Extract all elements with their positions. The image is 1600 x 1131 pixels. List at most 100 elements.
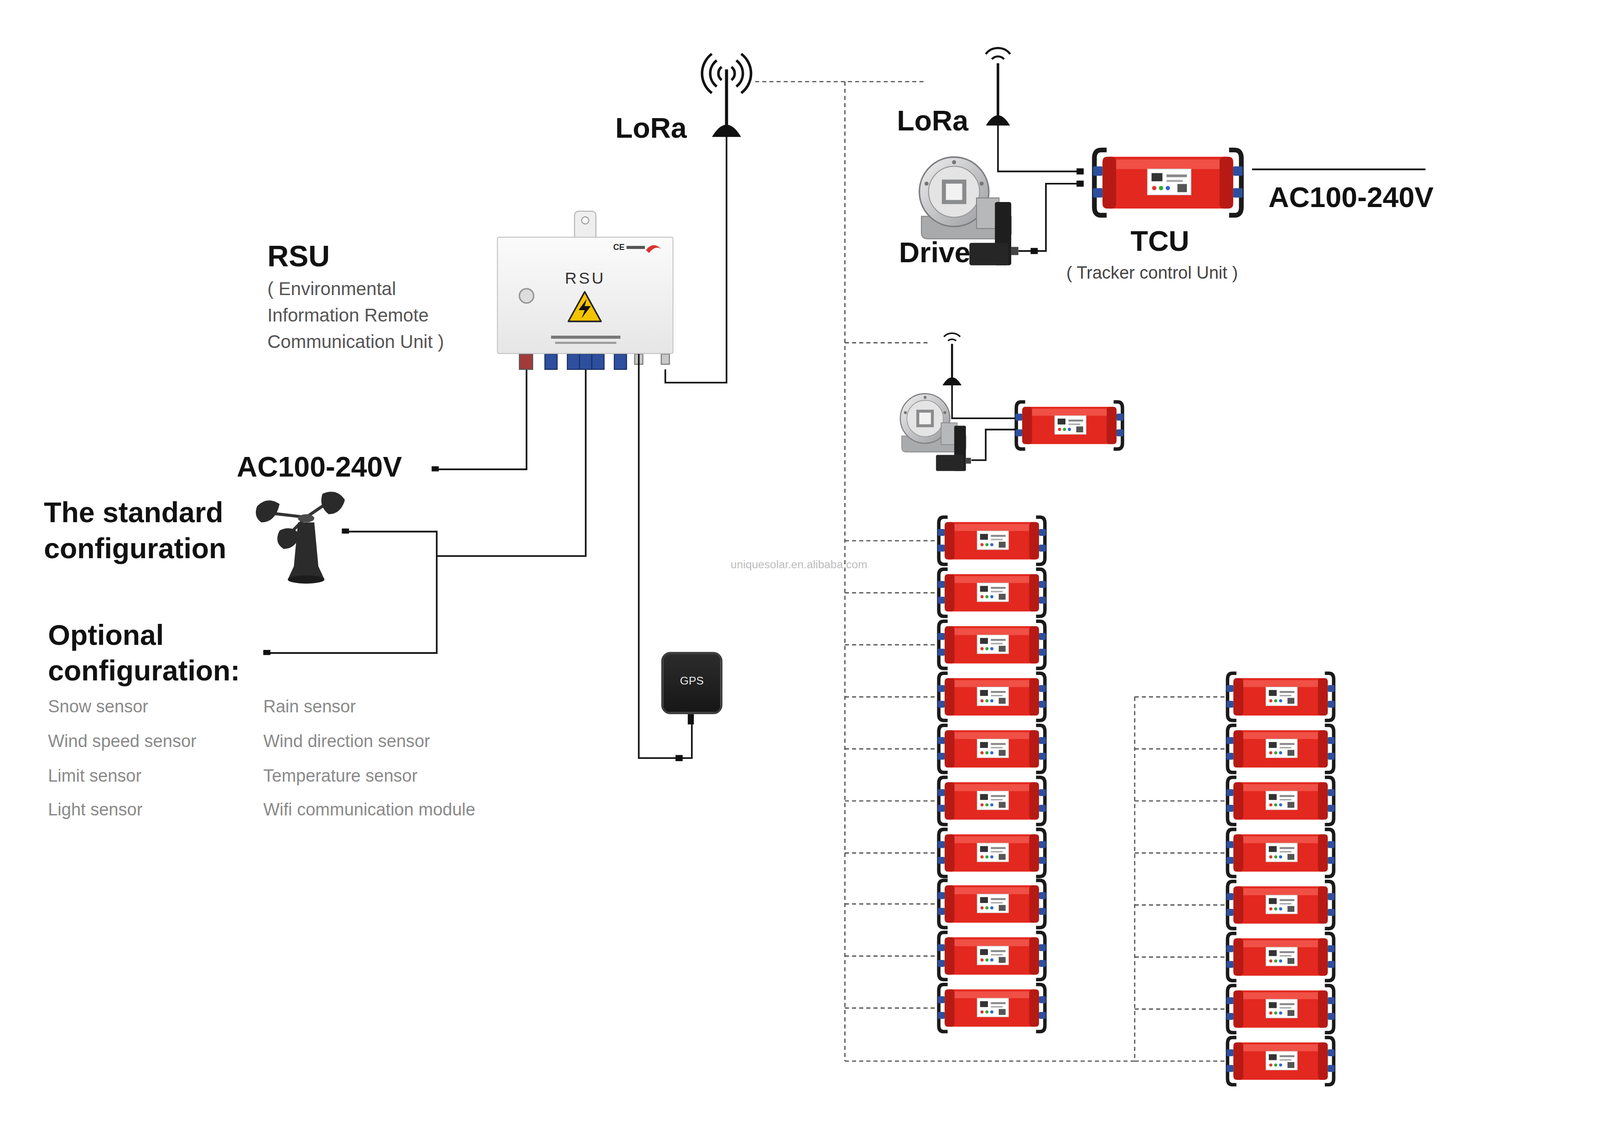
tcu-unit	[937, 569, 1046, 617]
motor-cable	[1018, 183, 1084, 252]
anemometer	[255, 491, 345, 584]
tcu-unit	[1226, 881, 1335, 929]
cable-plug	[1030, 248, 1039, 255]
label-text: The standard configuration	[43, 494, 254, 567]
sensor-option: Snow sensor	[47, 696, 149, 718]
node-title: TCU	[1130, 224, 1190, 260]
sensor-option: Wind direction sensor	[263, 731, 431, 753]
signal-arc	[718, 67, 722, 81]
port	[579, 353, 593, 370]
dashed-line	[844, 342, 929, 344]
cable-plug	[263, 649, 271, 655]
label-text: ( Environmental Information Remote Commu…	[267, 275, 472, 356]
maker-plate-line	[555, 341, 617, 344]
port	[592, 353, 605, 370]
tcu-unit	[1226, 985, 1335, 1033]
dashed-branch	[1134, 696, 1227, 1062]
antenna-port	[661, 353, 670, 364]
tcu-unit	[1226, 673, 1335, 721]
cable-plug	[1076, 180, 1084, 187]
signal-arc	[985, 47, 1011, 54]
port	[567, 353, 580, 370]
cable-plug	[675, 755, 683, 762]
sensor-cable	[436, 369, 587, 556]
sensor-option: Wind speed sensor	[47, 731, 197, 753]
indicator-button	[519, 288, 534, 303]
motor-cable	[971, 429, 1016, 461]
label-text: CE	[613, 242, 625, 253]
brand-logo	[645, 244, 662, 253]
tcu-unit	[937, 829, 1046, 877]
signal-arc	[736, 60, 743, 87]
tcu-unit	[937, 984, 1046, 1032]
rsu-unit-box: RSU	[497, 236, 674, 354]
tracker-control-unit: TCU( Tracker control Unit )	[1091, 150, 1246, 215]
lora-antenna	[943, 333, 961, 385]
dashed-line	[755, 81, 927, 83]
signal-arc	[947, 339, 956, 341]
antenna-cable	[997, 124, 1084, 172]
cable-plug	[341, 528, 349, 534]
lora-antenna	[985, 47, 1011, 125]
warning-triangle	[568, 291, 602, 322]
tcu-unit	[937, 932, 1046, 980]
dashed-line	[844, 696, 1135, 1062]
label-text: Optional configuration:	[47, 617, 268, 690]
power-cable	[1251, 168, 1426, 171]
tcu-unit	[937, 777, 1046, 825]
watermark: uniquesolar.en.alibaba.com	[730, 558, 868, 572]
tcu-unit	[1226, 777, 1335, 825]
label-text: LoRa	[615, 111, 687, 146]
sensor-option: Wifi communication module	[263, 800, 476, 821]
slew-drive	[900, 393, 972, 471]
antenna-cable	[951, 384, 1016, 419]
sensor-option: Temperature sensor	[263, 766, 418, 787]
tcu-array	[937, 150, 1335, 1086]
sensor-option: Rain sensor	[263, 696, 356, 718]
anemometer-cup	[255, 500, 280, 523]
sensor-cable	[267, 531, 437, 654]
antenna-base	[987, 116, 1009, 125]
lora-antenna	[701, 53, 751, 136]
tcu-unit	[1226, 933, 1335, 981]
cable-plug	[1076, 168, 1084, 175]
dashed-line	[844, 81, 846, 1062]
maker-plate-line	[550, 335, 621, 339]
signal-arc	[710, 60, 717, 87]
anemometer-body	[287, 522, 325, 580]
dashed-branch	[844, 540, 939, 1009]
node-title: RSU	[498, 268, 673, 288]
tcu-unit	[1226, 1037, 1335, 1085]
tcu-unit	[937, 621, 1046, 669]
label-text: Drive	[898, 235, 971, 271]
sensor-option: Light sensor	[47, 800, 143, 821]
signal-arc	[731, 67, 735, 81]
port	[545, 353, 558, 370]
tcu-unit	[937, 517, 1046, 565]
port	[614, 353, 627, 370]
wires	[267, 124, 1426, 654]
label-text: LoRa	[897, 103, 969, 139]
brand-mark	[626, 245, 645, 250]
tcu-unit	[937, 673, 1046, 721]
power-cable	[435, 369, 527, 470]
antenna-port	[634, 353, 644, 364]
tcu-unit	[1226, 829, 1335, 877]
antenna-cable	[665, 135, 727, 383]
antenna-base	[943, 378, 961, 385]
anemometer-base	[287, 575, 325, 584]
label-text: AC100-240V	[236, 450, 402, 485]
tcu-unit	[937, 725, 1046, 773]
mounting-hole	[581, 216, 589, 224]
lightning-bolt	[578, 299, 592, 319]
antenna-mast	[725, 69, 729, 127]
tcu-unit	[1092, 150, 1243, 216]
label-text: AC100-240V	[1268, 180, 1434, 216]
signal-arc	[701, 53, 712, 94]
signal-arc	[992, 56, 1005, 60]
anemometer-hub	[297, 514, 315, 523]
wireless-link	[755, 81, 1227, 1062]
node-title: GPS	[663, 674, 721, 688]
